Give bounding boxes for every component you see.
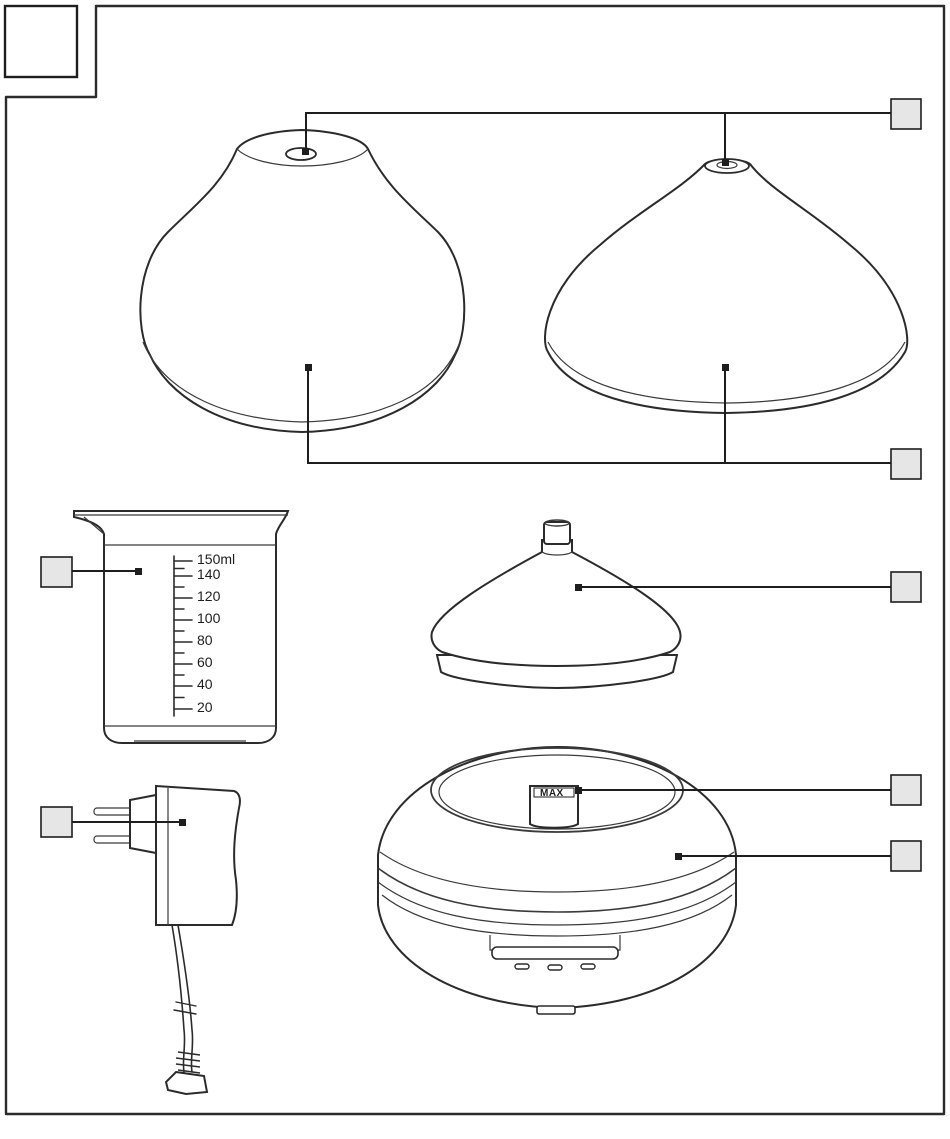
cup-scale-label: 40 [197, 676, 213, 692]
control-panel-strip [492, 947, 618, 959]
cup-scale-label: 80 [197, 632, 213, 648]
figure-number-box [5, 6, 77, 77]
callout-box-cover-outlet [891, 99, 921, 129]
base-unit: MAX [378, 747, 736, 1014]
callout-box-cover [891, 449, 921, 479]
callout-box-max-marker [891, 775, 921, 805]
cup-scale-label: 60 [197, 654, 213, 670]
cup-scale-label: 120 [197, 588, 221, 604]
callout-box-measuring-cup [41, 557, 72, 587]
cup-scale-label: 100 [197, 610, 221, 626]
base-foot [537, 1006, 575, 1014]
cover-wide [545, 159, 907, 413]
callout-box-base-unit [891, 841, 921, 871]
adapter-plug-tip [166, 1052, 207, 1094]
callout-box-inner-cover [891, 572, 921, 602]
cover-tall-outlet [286, 148, 316, 160]
cup-scale-label: 150ml [197, 551, 235, 567]
base-button-1[interactable] [515, 964, 529, 969]
callout-box-power-adapter [41, 807, 72, 837]
base-button-2[interactable] [548, 965, 562, 970]
power-adapter [94, 786, 240, 1094]
max-marker-label: MAX [540, 788, 564, 799]
inner-cover [431, 520, 680, 688]
base-button-3[interactable] [581, 964, 595, 969]
cover-tall [140, 130, 464, 432]
cup-scale-label: 20 [197, 699, 213, 715]
cup-scale-label: 140 [197, 566, 221, 582]
